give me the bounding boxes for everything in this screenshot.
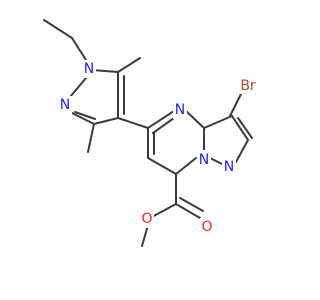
bond: [152, 117, 175, 134]
atom-label: Br: [240, 78, 256, 94]
atom-label: O: [141, 211, 152, 227]
atom-label: N: [60, 97, 70, 113]
atom-oxygen: O: [140, 210, 154, 228]
bond: [231, 115, 249, 141]
bond: [69, 77, 87, 98]
bond: [147, 110, 175, 129]
bond: [203, 115, 233, 129]
bond: [91, 69, 119, 73]
atom-nitrogen: N: [222, 158, 236, 176]
atom-label: N: [224, 159, 234, 175]
bond: [149, 203, 177, 219]
bond: [87, 123, 95, 153]
bond: [117, 117, 149, 129]
bond: [147, 157, 177, 175]
bond: [185, 110, 205, 129]
atom-nitrogen: N: [58, 96, 72, 114]
atom-label: N: [199, 152, 209, 168]
bond: [175, 157, 197, 175]
bond: [209, 157, 223, 165]
atom-oxygen: O: [200, 218, 214, 236]
bond: [93, 117, 119, 125]
bond: [71, 37, 87, 61]
molecule-structure-diagram: Br N N N N N O O: [43, 19, 260, 247]
bond: [229, 91, 243, 117]
bonds: [43, 19, 253, 247]
atom-nitrogen: N: [173, 101, 187, 119]
atom-nitrogen: N: [82, 60, 96, 78]
bond: [175, 203, 201, 219]
bond: [69, 111, 95, 125]
atom-label: O: [201, 219, 212, 235]
atom-nitrogen: N: [197, 150, 211, 168]
atom-label: N: [175, 102, 185, 118]
bond: [43, 19, 73, 39]
bond: [179, 197, 204, 212]
bond: [237, 117, 253, 139]
bond: [74, 111, 96, 120]
bond: [117, 57, 141, 73]
bond: [235, 139, 249, 163]
atom-label: N: [84, 61, 94, 77]
atom-bromine: Br: [236, 76, 260, 94]
atom-labels: Br N N N N N O O: [58, 60, 260, 236]
